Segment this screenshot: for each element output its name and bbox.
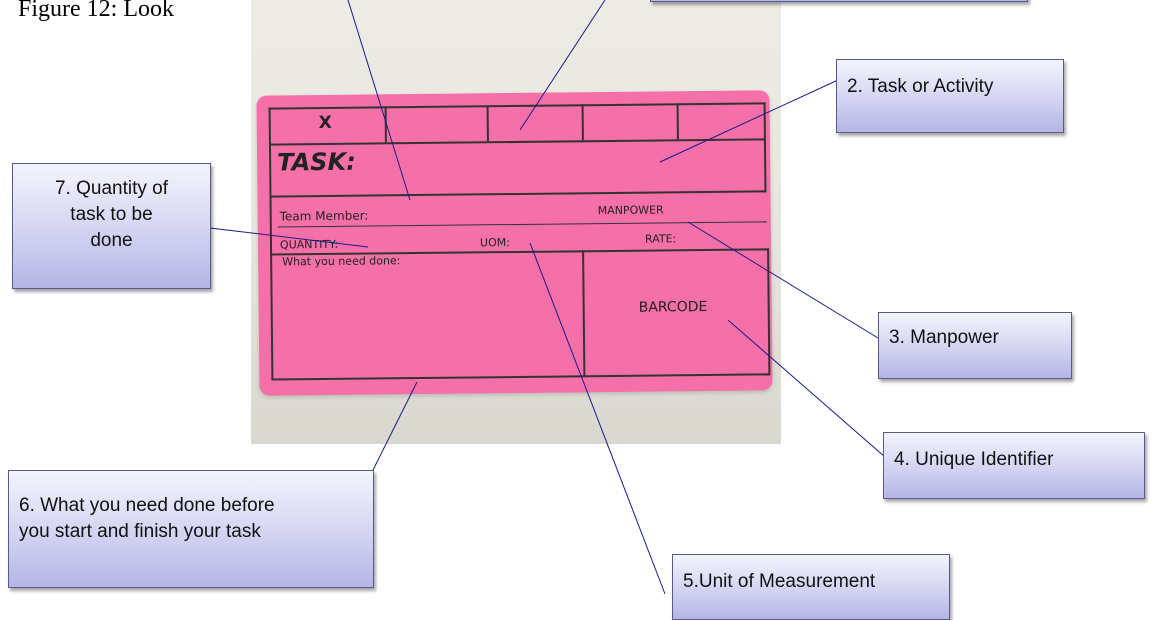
card-rule: [581, 104, 584, 141]
rate-label: RATE:: [644, 232, 677, 246]
callout-unique-identifier: 4. Unique Identifier: [883, 432, 1145, 499]
callout-what-you-need-done: 6. What you need done before you start a…: [8, 470, 374, 588]
figure-caption: Figure 12: Look: [18, 0, 174, 22]
callout-manpower: 3. Manpower: [878, 312, 1072, 379]
card-rule: [268, 138, 766, 146]
callout-text-line: 6. What you need done before: [19, 495, 275, 516]
callout-text-line: task to be: [70, 204, 153, 225]
callout-quantity: 7. Quantity of task to be done: [12, 163, 211, 289]
card-rule: [269, 190, 767, 198]
barcode-label: BARCODE: [638, 298, 708, 316]
task-card-photo: X TASK: Team Member: MANPOWER QUANTITY: …: [251, 0, 781, 444]
callout-top-cut: [650, 0, 1028, 2]
card-rule: [271, 373, 771, 381]
card-rule: [486, 105, 489, 142]
task-label: TASK:: [276, 147, 356, 177]
callout-text: 3. Manpower: [889, 327, 999, 348]
card-rule: [676, 103, 679, 140]
card-rule: [767, 248, 771, 375]
quantity-label: QUANTITY:: [279, 237, 339, 252]
callout-text-line: 7. Quantity of: [54, 178, 168, 199]
callout-unit-of-measurement: 5.Unit of Measurement: [672, 554, 950, 620]
callout-text: 2. Task or Activity: [847, 76, 994, 97]
task-card: X TASK: Team Member: MANPOWER QUANTITY: …: [256, 90, 773, 396]
manpower-label: MANPOWER: [597, 203, 664, 218]
callout-text-line: done: [90, 230, 133, 251]
card-rule: [268, 102, 766, 110]
what-you-need-done-label: What you need done:: [282, 254, 401, 269]
callout-text: 4. Unique Identifier: [894, 449, 1054, 470]
uom-label: UOM:: [479, 236, 510, 250]
card-rule: [582, 250, 586, 377]
team-member-label: Team Member:: [279, 208, 369, 224]
callout-task-or-activity: 2. Task or Activity: [836, 59, 1064, 133]
callout-text: 5.Unit of Measurement: [683, 571, 876, 592]
card-rule: [384, 106, 387, 143]
card-rule: [763, 102, 767, 193]
x-cell: X: [318, 112, 332, 134]
card-rule: [268, 107, 274, 380]
callout-text-line: you start and finish your task: [19, 521, 261, 542]
